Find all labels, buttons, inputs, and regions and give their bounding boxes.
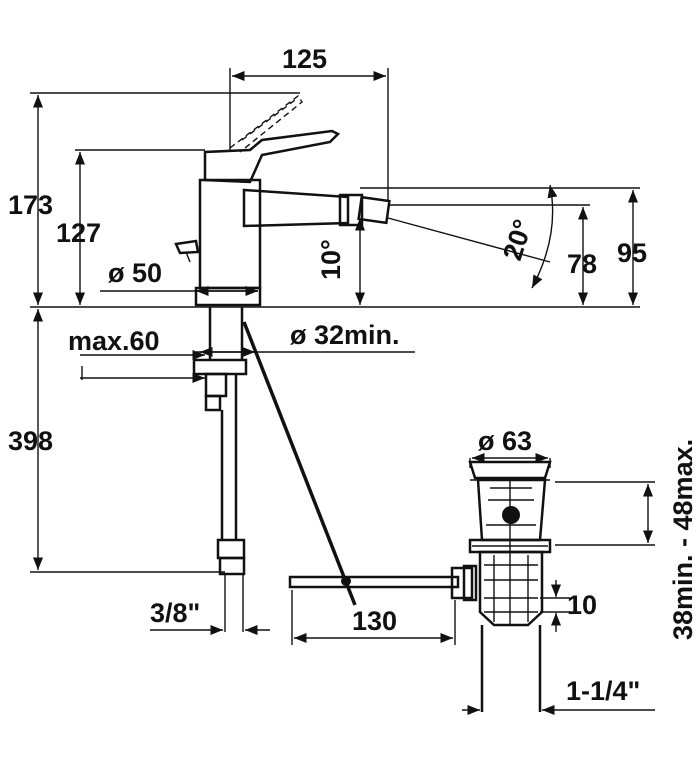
- dimension-173: 173: [8, 95, 53, 305]
- label-125: 125: [282, 44, 327, 74]
- label-173: 173: [8, 190, 53, 220]
- label-398: 398: [8, 426, 53, 456]
- label-diameter-63: ø 63: [478, 426, 532, 456]
- dimension-95: 95: [617, 190, 647, 305]
- dimension-diameter-50: ø 50: [100, 258, 258, 297]
- dimension-127: 127: [56, 152, 101, 305]
- label-1-1-4: 1-1/4": [566, 676, 640, 706]
- label-38-48: 38min. - 48max.: [668, 439, 698, 640]
- supply-connection: [192, 307, 248, 632]
- dimension-max-60: max.60: [68, 326, 205, 384]
- label-diameter-50: ø 50: [108, 258, 162, 288]
- mixer-body: [174, 94, 391, 307]
- dimension-10: 10: [540, 580, 597, 632]
- label-10: 10: [567, 590, 597, 620]
- dimension-78: 78: [567, 207, 597, 305]
- dimension-diameter-32: ø 32min.: [196, 320, 415, 358]
- label-max-60: max.60: [68, 326, 160, 356]
- dimension-1-1-4: 1-1/4": [462, 676, 655, 716]
- label-diameter-32: ø 32min.: [290, 320, 400, 350]
- drain-assembly: [468, 460, 552, 712]
- label-127: 127: [56, 218, 101, 248]
- label-angle-10: 10°: [316, 239, 346, 280]
- dimension-398: 398: [8, 309, 53, 570]
- linkage-bar: [288, 564, 478, 602]
- dimension-130: 130: [291, 590, 456, 645]
- reference-lines: [30, 92, 640, 573]
- dimension-diameter-63: ø 63: [469, 426, 551, 468]
- label-130: 130: [352, 606, 397, 636]
- label-3-8: 3/8": [150, 598, 200, 628]
- label-78: 78: [567, 249, 597, 279]
- label-95: 95: [617, 238, 647, 268]
- angle-10: 10°: [316, 218, 366, 305]
- dimension-3-8: 3/8": [150, 598, 270, 636]
- dimension-38-48: 38min. - 48max.: [555, 439, 698, 640]
- pop-up-rod: [242, 321, 357, 606]
- angle-20: 20°: [387, 184, 558, 289]
- dimension-125: 125: [229, 44, 389, 200]
